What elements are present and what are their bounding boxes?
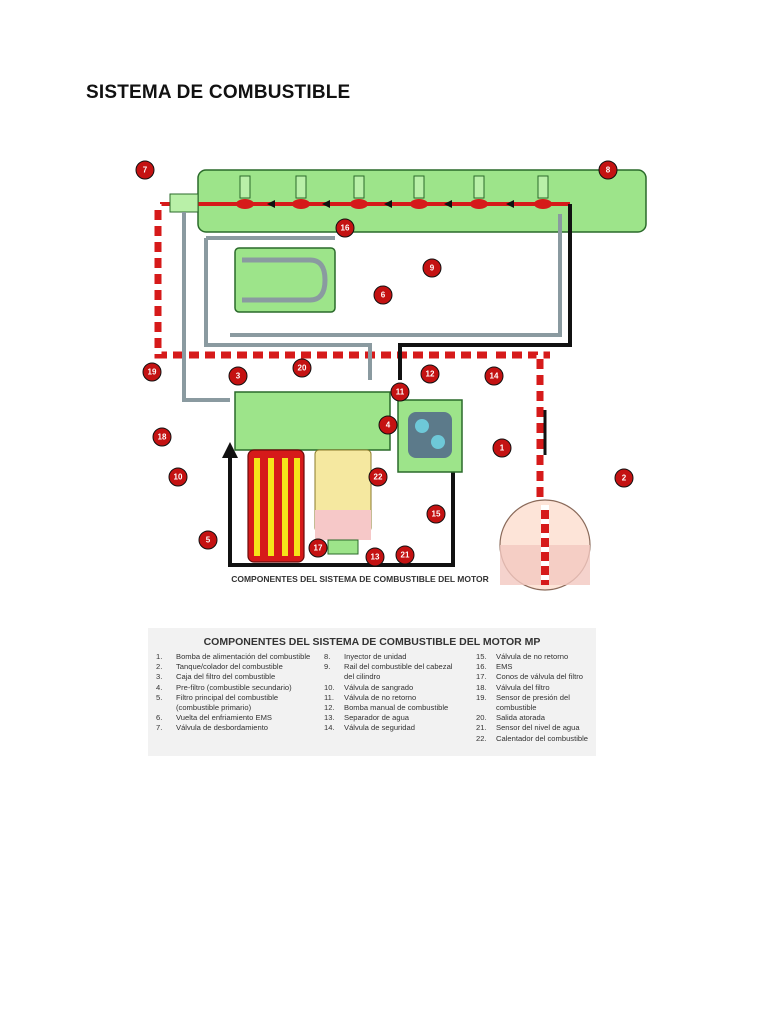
callout-21: 21 [401,551,410,560]
callout-5: 5 [206,536,211,545]
legend-item: (combustible primario) [176,703,252,713]
callout-marker-1 [492,438,512,458]
legend-item: 13.Separador de agua [324,713,410,723]
callout-marker-17 [308,538,328,558]
primary-filter-5 [247,449,305,563]
callout-8: 8 [606,166,611,175]
legend-item: 18.Válvula del filtro [476,682,550,692]
callout-marker-20 [292,358,312,378]
legend-item: 2.Tanque/colador del combustible [156,662,283,672]
legend-column-1: 1.Bomba de alimentación del combustible … [156,652,314,734]
legend-item: 9.Rail del combustible del cabezal [324,662,453,672]
legend-item: 16.EMS [476,662,513,672]
callout-17: 17 [314,544,323,553]
supply-line-right [398,204,572,380]
callout-18: 18 [158,433,167,442]
callout-marker-2 [614,468,634,488]
callout-marker-21 [395,545,415,565]
callout-marker-5 [198,530,218,550]
callout-15: 15 [432,510,441,519]
callout-marker-11 [390,382,410,402]
ems-cooling-line [182,212,230,402]
callout-marker-16 [335,218,355,238]
callout-marker-3 [228,366,248,386]
unit-injectors [239,175,549,199]
legend-item: 15.Válvula de no retorno [476,652,569,661]
legend-item: 22.Calentador del combustible [476,733,589,743]
callout-marker-12 [420,364,440,384]
callout-3: 3 [236,372,241,381]
injector-nodes [236,199,552,209]
callout-marker-6 [373,285,393,305]
callout-marker-22 [368,467,388,487]
legend-title: COMPONENTES DEL SISTEMA DE COMBUSTIBLE D… [203,636,541,648]
callout-labels: 7 8 9 16 6 19 3 20 12 11 14 18 4 1 10 22… [143,166,627,562]
callout-20: 20 [298,364,307,373]
callout-marker-13 [365,547,385,567]
callout-1: 1 [500,444,505,453]
legend-item: 12.Bomba manual de combustible [324,703,449,713]
callout-14: 14 [490,372,499,381]
callout-10: 10 [174,473,183,482]
legend-item: 3.Caja del filtro del combustible [156,672,276,682]
callout-16: 16 [341,224,350,233]
callout-marker-18 [152,427,172,447]
callout-13: 13 [371,553,380,562]
legend-item: 19.Sensor de presión del [476,692,570,702]
callout-marker-14 [484,366,504,386]
callout-19: 19 [148,368,157,377]
callout-7: 7 [143,166,148,175]
legend-item: 21.Sensor del nivel de agua [476,723,580,733]
callout-4: 4 [386,421,391,430]
legend-item: 1.Bomba de alimentación del combustible [156,652,311,661]
diagram-caption: COMPONENTES DEL SISTEMA DE COMBUSTIBLE D… [231,574,489,584]
callout-marker-9 [422,258,442,278]
filter-housing-3 [234,391,391,451]
rail-flow-arrows [267,200,514,208]
callout-marker-19 [142,362,162,382]
callout-markers [135,160,634,567]
component-legend: COMPONENTES DEL SISTEMA DE COMBUSTIBLE D… [148,628,596,756]
legend-item: 14.Válvula de seguridad [324,723,415,733]
callout-marker-8 [598,160,618,180]
callout-marker-10 [168,467,188,487]
legend-item: 6.Vuelta del enfriamiento EMS [156,713,272,723]
ems-module-16 [234,247,336,313]
callout-6: 6 [381,291,386,300]
callout-marker-7 [135,160,155,180]
callout-22: 22 [374,473,383,482]
callout-11: 11 [396,388,405,397]
legend-item: 20.Salida atorada [476,713,545,723]
legend-item: 5.Filtro principal del combustible [156,692,279,702]
legend-item: 8.Inyector de unidad [324,652,407,661]
overflow-valve-7 [169,193,199,213]
callout-12: 12 [426,370,435,379]
callout-marker-4 [378,415,398,435]
callout-marker-15 [426,504,446,524]
legend-column-3: 15.Válvula de no retorno 16.EMS 17.Conos… [476,652,592,744]
legend-item: combustible [496,703,537,713]
callout-2: 2 [622,474,627,483]
legend-item: 4.Pre-filtro (combustible secundario) [156,682,292,692]
legend-item: del cilindro [344,672,381,682]
water-separator-13 [327,539,359,555]
legend-item: 7.Válvula de desbordamiento [156,723,269,733]
page-title: SISTEMA DE COMBUSTIBLE [86,82,351,103]
callout-9: 9 [430,264,435,273]
legend-item: 10.Válvula de sangrado [324,682,414,692]
legend-column-2: 8.Inyector de unidad 9.Rail del combusti… [324,652,464,734]
fuel-system-diagram: 7 8 9 16 6 19 3 20 12 11 14 18 4 1 10 22… [135,160,647,591]
legend-item: 11.Válvula de no retorno [324,692,417,702]
ems-loop-line [204,238,372,380]
legend-item: 17.Conos de válvula del filtro [476,672,583,682]
outer-loop-line [222,440,455,567]
